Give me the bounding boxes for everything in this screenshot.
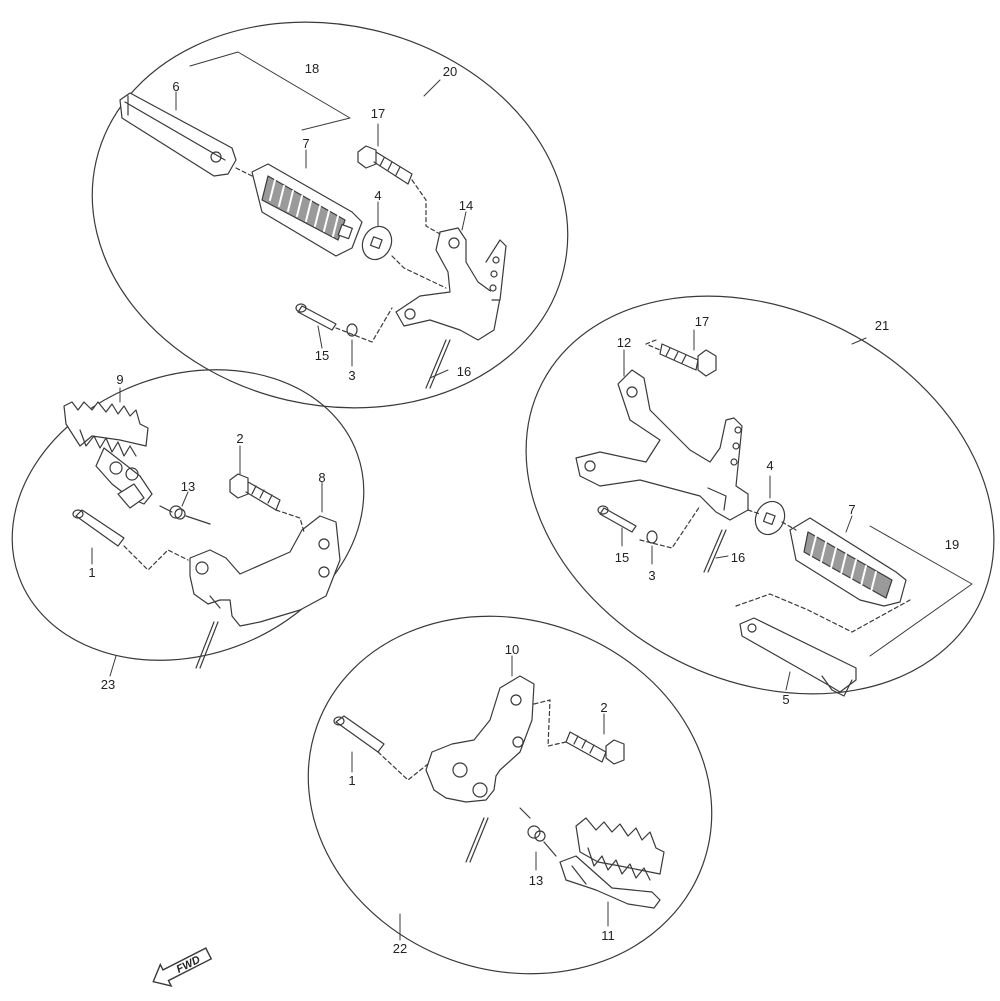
callout-1-bottom: 1 bbox=[348, 773, 355, 788]
bracket-12 bbox=[575, 369, 749, 521]
spring-13-bottom bbox=[519, 807, 557, 857]
callout-23: 23 bbox=[101, 677, 115, 692]
washer-3-right bbox=[646, 530, 658, 544]
bolt-2-bottom bbox=[565, 731, 625, 765]
callout-11: 11 bbox=[601, 928, 615, 943]
leader-lines bbox=[91, 51, 973, 941]
cotter-pin-left bbox=[195, 621, 219, 669]
callout-14: 14 bbox=[459, 198, 473, 213]
callout-labels: 18 20 6 7 17 4 14 15 3 16 17 21 12 4 7 1… bbox=[88, 61, 959, 956]
callout-3-top: 3 bbox=[348, 368, 355, 383]
callout-9: 9 bbox=[116, 372, 123, 387]
bolt-17-right bbox=[659, 343, 717, 377]
group-outline-20 bbox=[91, 21, 569, 409]
callout-7-top: 7 bbox=[302, 136, 309, 151]
callout-8: 8 bbox=[318, 470, 325, 485]
callout-21: 21 bbox=[875, 318, 889, 333]
callout-22: 22 bbox=[393, 941, 407, 956]
footpeg-arm-6 bbox=[119, 92, 237, 177]
group-outline-23 bbox=[11, 369, 365, 661]
callout-13-left: 13 bbox=[181, 479, 195, 494]
callout-17-right: 17 bbox=[695, 314, 709, 329]
bracket-10 bbox=[425, 675, 535, 803]
pin-1-left bbox=[72, 509, 125, 547]
cotter-pin-bottom bbox=[465, 817, 489, 863]
callout-18: 18 bbox=[305, 61, 319, 76]
callout-10: 10 bbox=[505, 642, 519, 657]
bolt-2-left bbox=[229, 473, 281, 511]
bolt-17-top bbox=[357, 145, 413, 185]
pin-1-bottom bbox=[333, 715, 385, 753]
bracket-8 bbox=[189, 515, 341, 627]
callout-3-right: 3 bbox=[648, 568, 655, 583]
footpeg-rubber-7-right bbox=[789, 517, 907, 607]
callout-2-left: 2 bbox=[236, 431, 243, 446]
washer-4-top bbox=[361, 225, 393, 261]
callout-16-top: 16 bbox=[457, 364, 471, 379]
footpeg-rubber-7-top bbox=[251, 163, 363, 257]
callout-19: 19 bbox=[945, 537, 959, 552]
cotter-pin-16-right bbox=[703, 529, 727, 573]
callout-20: 20 bbox=[443, 64, 457, 79]
group-outline-22 bbox=[307, 615, 713, 975]
callout-15-top: 15 bbox=[315, 348, 329, 363]
callout-7-right: 7 bbox=[848, 502, 855, 517]
callout-5: 5 bbox=[782, 692, 789, 707]
footpeg-arm-5 bbox=[739, 617, 857, 697]
callout-17-top: 17 bbox=[371, 106, 385, 121]
pin-15-right bbox=[597, 505, 637, 533]
spring-13-left bbox=[159, 505, 211, 525]
callout-16-right: 16 bbox=[731, 550, 745, 565]
group-outline-21 bbox=[525, 295, 995, 695]
washer-4-right bbox=[754, 500, 786, 536]
callout-13-bottom: 13 bbox=[529, 873, 543, 888]
footpeg-11 bbox=[559, 817, 665, 909]
forward-arrow-icon: FWD bbox=[152, 947, 213, 987]
fwd-label: FWD bbox=[175, 954, 203, 976]
pin-15-top bbox=[295, 303, 337, 331]
cotter-pin-16-top bbox=[425, 339, 451, 389]
footpeg-9 bbox=[63, 401, 153, 509]
callout-6: 6 bbox=[172, 79, 179, 94]
callout-1-left: 1 bbox=[88, 565, 95, 580]
callout-12: 12 bbox=[617, 335, 631, 350]
callout-2-bottom: 2 bbox=[600, 700, 607, 715]
callout-4-right: 4 bbox=[766, 458, 773, 473]
callout-4-top: 4 bbox=[374, 188, 381, 203]
bracket-14 bbox=[395, 227, 507, 341]
callout-15-right: 15 bbox=[615, 550, 629, 565]
